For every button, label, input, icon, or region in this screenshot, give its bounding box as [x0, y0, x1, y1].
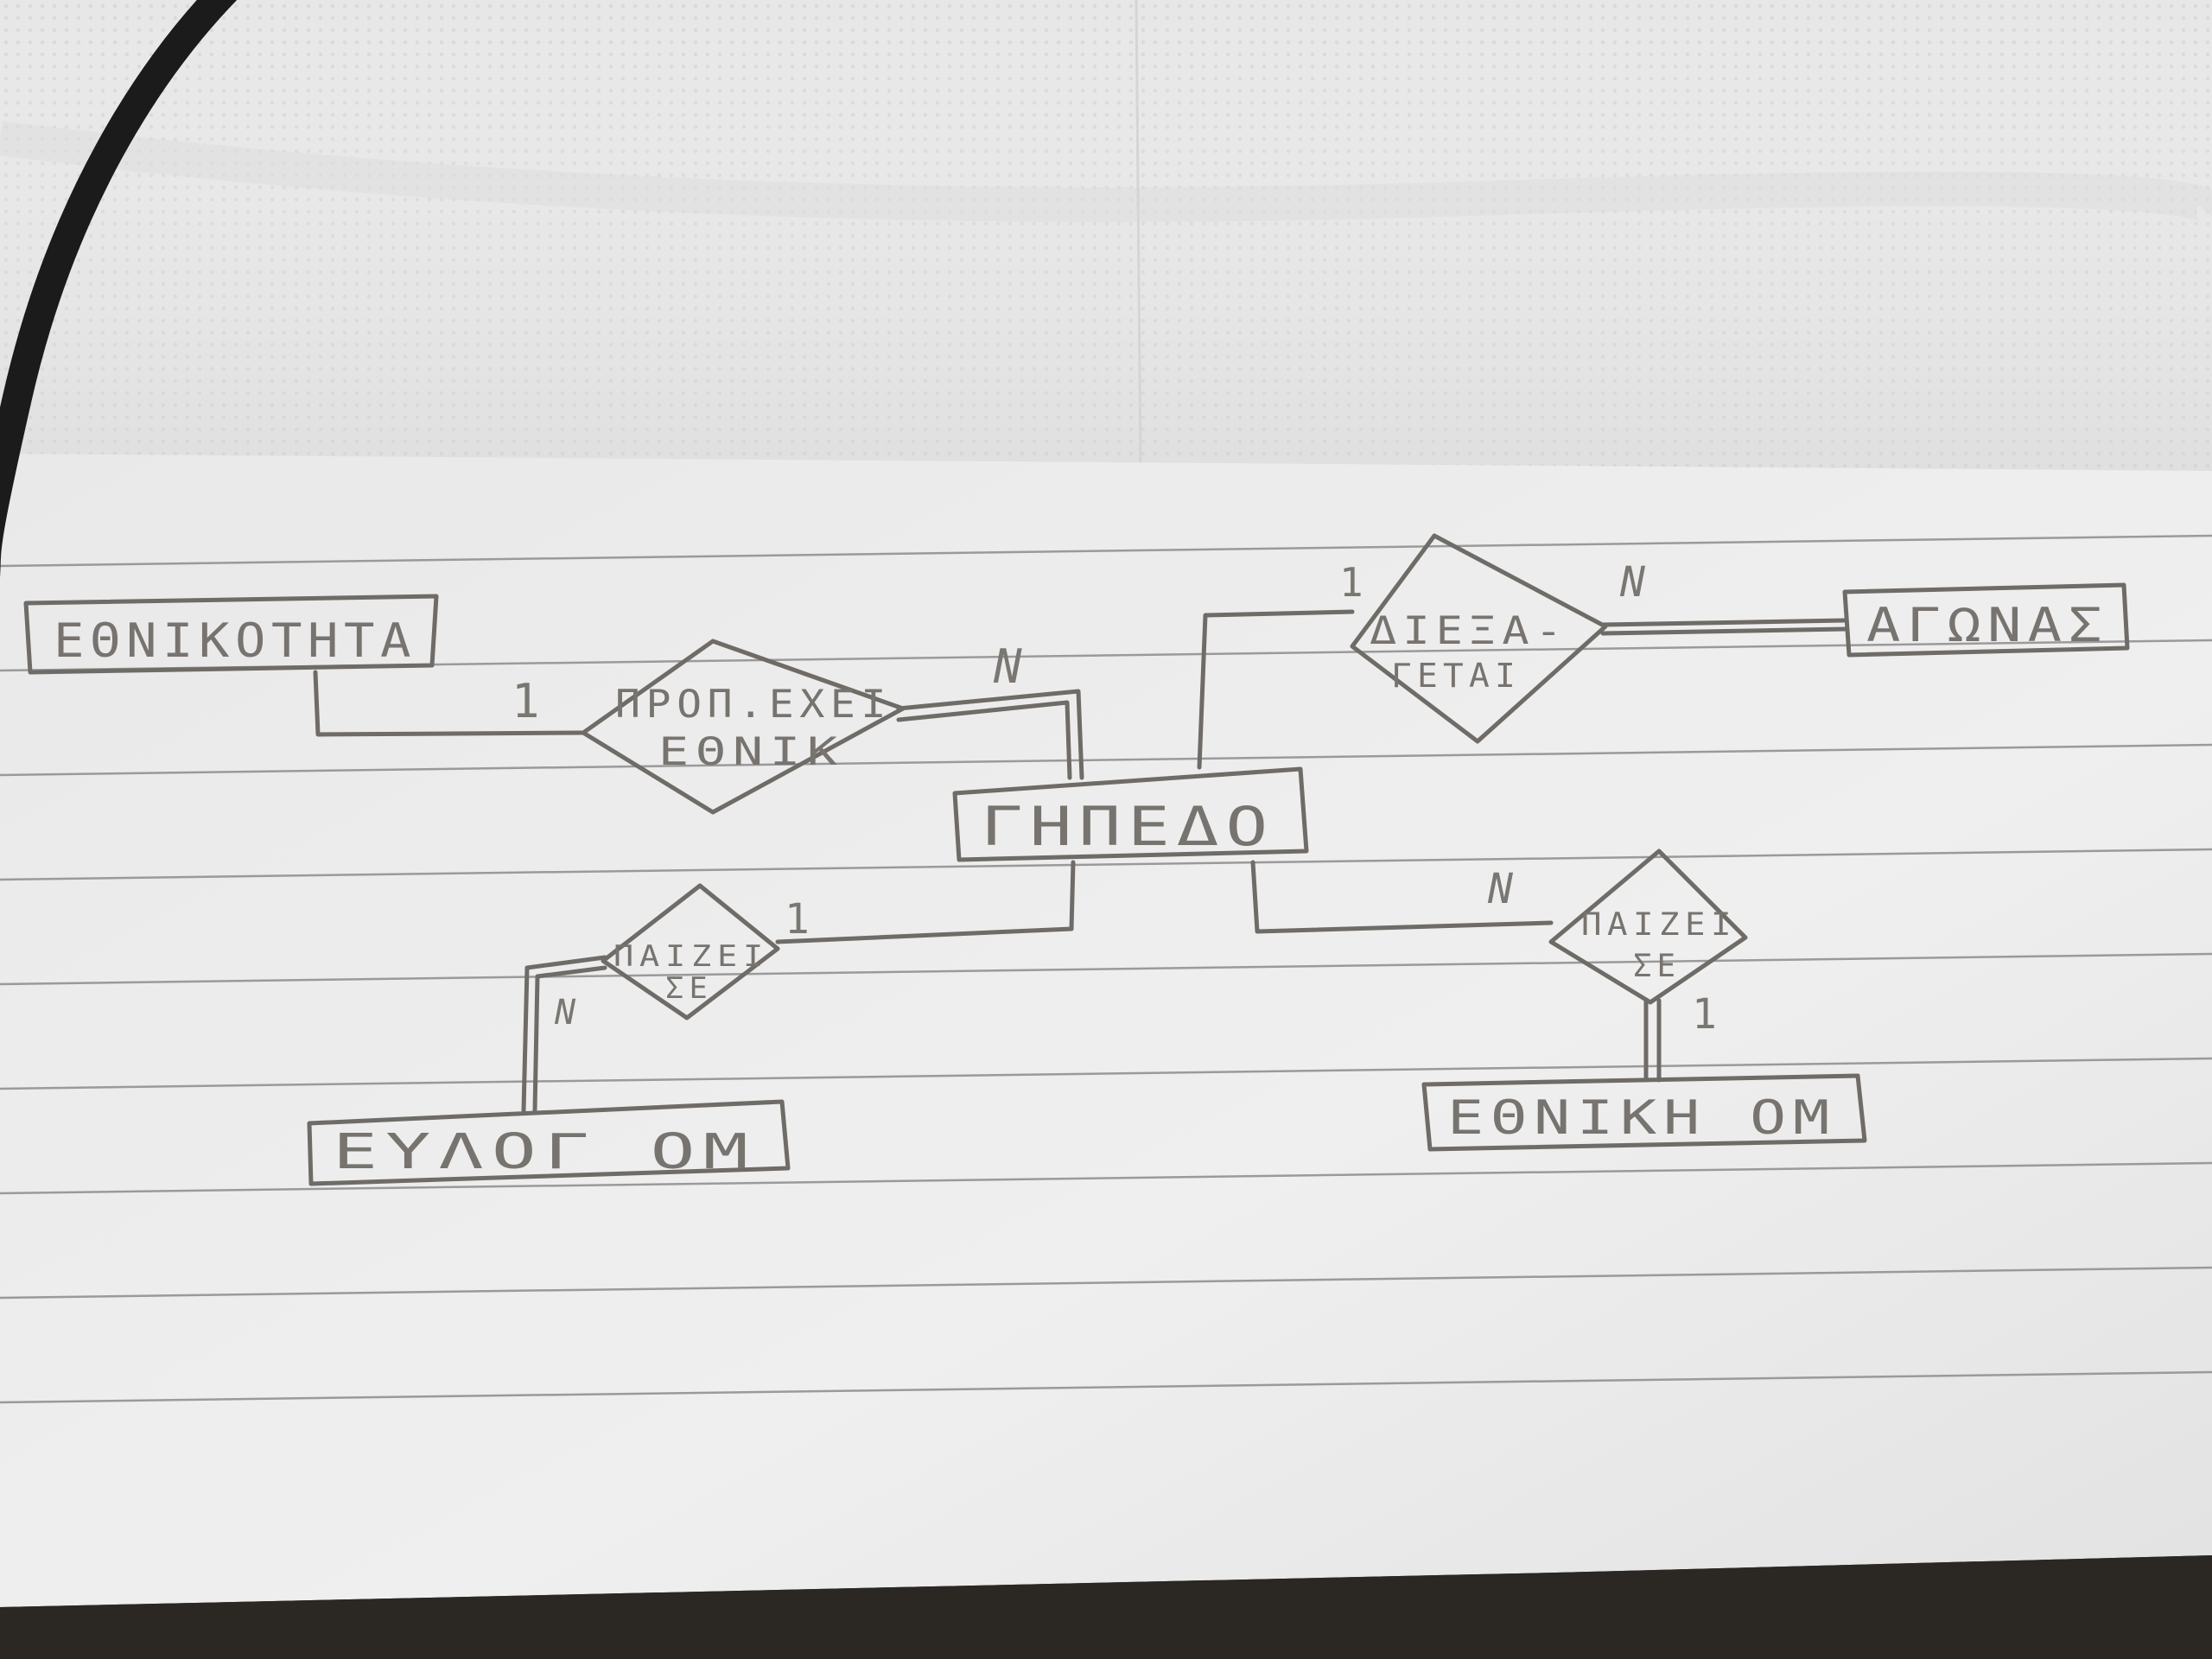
ruled-line [0, 743, 2212, 777]
ruled-line [0, 1161, 2212, 1195]
entity-ethniki-om-label: ΕΘΝΙΚΗ ΟΜ [1447, 1090, 1836, 1145]
entity-gipedo-label: ΓΗΠΕΔΟ [981, 795, 1274, 858]
rel-paizei-right-line1: ΠΑΙΖΕΙ [1581, 907, 1737, 943]
entity-gipedo [952, 766, 1309, 862]
entity-agonas [1842, 582, 2130, 658]
card-prop-exei-ethnikotita: 1 [512, 674, 540, 728]
er-diagram [23, 533, 2130, 1186]
relationship-paizei-right [1548, 849, 1748, 1005]
rel-diexagetai-line2: ΓΕΤΑΙ [1391, 657, 1521, 695]
card-paizei-left-eylog: N [554, 993, 576, 1033]
entity-agonas-label: ΑΓΩΝΑΣ [1866, 598, 2108, 652]
card-paizei-left-gipedo: 1 [785, 895, 810, 944]
black-cable [0, 0, 238, 579]
rel-prop-exei-line2: ΕΘΝΙΚ [658, 730, 844, 774]
relationship-labels: ΠΡΟΠ.ΕΧΕΙ ΕΘΝΙΚ ΔΙΕΞΑ- ΓΕΤΑΙ ΠΑΙΖΕΙ ΣΕ Π… [613, 609, 1737, 1006]
cardinality-labels: 1 N 1 N 1 N N 1 [512, 558, 1717, 1039]
ruled-line [0, 1266, 2212, 1300]
tissue-paper [0, 0, 2212, 484]
rel-prop-exei-line1: ΠΡΟΠ.ΕΧΕΙ [615, 683, 892, 727]
card-paizei-right-gipedo: N [1487, 865, 1514, 913]
rel-paizei-left-line1: ΠΑΙΖΕΙ [613, 939, 769, 974]
card-prop-exei-gipedo: N [993, 639, 1022, 694]
entity-ethnikotita [23, 594, 439, 675]
ruled-line [0, 534, 2212, 568]
entity-eylog-om [307, 1099, 791, 1186]
ruled-line [0, 952, 2212, 986]
rel-diexagetai-line1: ΔΙΕΞΑ- [1370, 609, 1568, 653]
entity-labels: ΕΘΝΙΚΟΤΗΤΑ ΓΗΠΕΔΟ ΑΓΩΝΑΣ ΕΥΛΟΓ ΟΜ ΕΘΝΙΚΗ… [54, 598, 2108, 1180]
entity-ethniki-om [1421, 1073, 1867, 1152]
relationship-prop-exei [581, 639, 906, 815]
rel-paizei-right-line2: ΣΕ [1633, 949, 1681, 984]
entity-ethnikotita-label: ΕΘΝΙΚΟΤΗΤΑ [54, 613, 416, 668]
ruled-line [0, 1370, 2212, 1404]
relationship-lines [313, 609, 1847, 1113]
ruled-line [0, 1057, 2212, 1090]
relationship-diexagetai [1350, 533, 1608, 744]
card-diexagetai-agonas: N [1619, 558, 1646, 607]
card-paizei-right-ethniki: 1 [1692, 990, 1717, 1039]
entity-eylog-om-label: ΕΥΛΟΓ ΟΜ [333, 1124, 756, 1180]
ruled-line [0, 848, 2212, 881]
rel-paizei-left-line2: ΣΕ [665, 971, 713, 1006]
relationship-paizei-left [601, 883, 780, 1020]
card-diexagetai-gipedo: 1 [1339, 559, 1363, 606]
